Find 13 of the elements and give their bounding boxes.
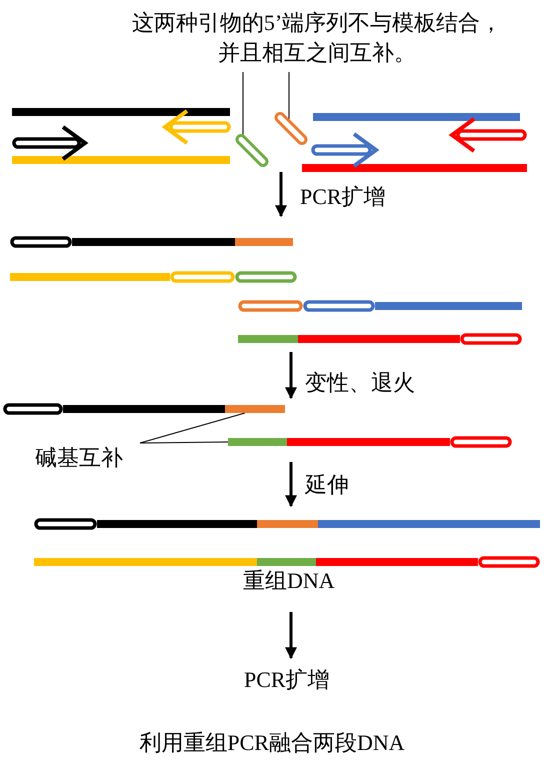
step-label: 延伸 xyxy=(305,472,349,498)
step-label: PCR扩增 xyxy=(300,184,386,210)
note-text: 碱基互补 xyxy=(34,444,124,472)
caption: 利用重组PCR融合两段DNA xyxy=(138,730,406,756)
step-label: 变性、退火 xyxy=(305,370,415,396)
leader-line xyxy=(140,442,228,444)
dna-segment xyxy=(225,405,285,413)
step-label: 重组DNA xyxy=(243,568,335,594)
leader-line xyxy=(288,72,290,122)
step-label: PCR扩增 xyxy=(244,667,330,694)
note-text: 这两种引物的5’端序列不与模板结合，并且相互之间互补。 xyxy=(130,9,504,67)
leader-line xyxy=(140,412,246,444)
dna-segment xyxy=(228,438,287,446)
